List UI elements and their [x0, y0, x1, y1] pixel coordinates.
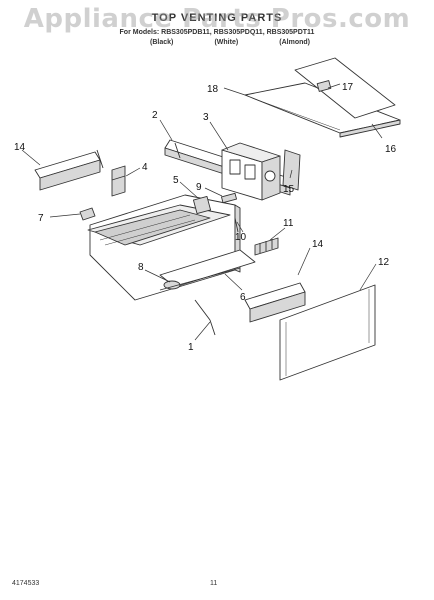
part-1-rod	[194, 299, 216, 336]
page-number: 11	[210, 580, 218, 587]
callout-1: 1	[188, 342, 194, 353]
callout-4: 4	[142, 162, 148, 173]
callout-17: 17	[342, 82, 354, 93]
callout-2: 2	[152, 110, 158, 121]
part-16-vent-panel	[294, 57, 396, 119]
callout-5: 5	[173, 175, 179, 186]
color-white-label: (White)	[214, 39, 239, 46]
part-5-duct-clip	[192, 195, 212, 215]
color-legend: (Black) (White) (Almond)	[150, 39, 310, 46]
callout-3: 3	[203, 112, 209, 123]
model-list: For Models: RBS305PDB11, RBS305PDQ11, RB…	[119, 29, 315, 36]
color-black-label: (Black)	[150, 39, 174, 46]
part-3-fan-assembly	[221, 142, 281, 201]
part-15-side-bracket	[282, 149, 301, 191]
part-11-terminal-block	[254, 237, 279, 256]
part-14-left-trim	[34, 149, 104, 191]
part-9-connector	[221, 192, 237, 204]
callout-15: 15	[283, 184, 295, 195]
callout-10: 10	[235, 232, 247, 243]
color-almond-label: (Almond)	[279, 39, 310, 46]
part-12-front-panel	[279, 284, 376, 381]
part-10-screw	[234, 217, 239, 233]
part-7-clip	[79, 207, 96, 221]
part-18-top-panel	[244, 82, 401, 138]
callout-18: 18	[207, 84, 219, 95]
part-number: 4174533	[12, 580, 40, 587]
part-4-small-bracket	[111, 165, 126, 197]
callout-12: 12	[378, 257, 390, 268]
callout-11: 11	[283, 218, 294, 229]
part-14-right-trim	[244, 282, 306, 323]
callout-6: 6	[240, 292, 246, 303]
part-8-latch	[159, 267, 241, 291]
watermark: Appliance Parts Pros.com	[23, 4, 411, 34]
callout-14-left: 14	[14, 142, 26, 153]
callout-8: 8	[138, 262, 144, 273]
callout-9: 9	[196, 182, 202, 193]
callout-14-right: 14	[312, 239, 324, 250]
page-title: TOP VENTING PARTS	[151, 12, 283, 24]
callout-7: 7	[38, 213, 44, 224]
callout-16: 16	[385, 144, 397, 155]
